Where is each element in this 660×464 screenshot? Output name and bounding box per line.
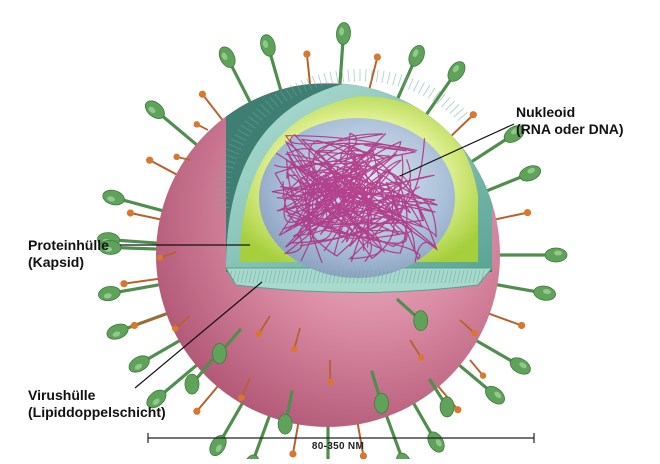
glycoprotein-spike (385, 411, 414, 459)
matrix-spike (447, 111, 476, 140)
cutaway-section (226, 80, 492, 293)
glycoprotein-spike (491, 284, 556, 302)
label-nukleoid-line2: (RNA oder DNA) (516, 121, 624, 138)
label-proteinhuelle-line1: Proteinhülle (28, 237, 109, 254)
label-proteinhuelle-line2: (Kapsid) (28, 254, 109, 271)
glycoprotein-spike (482, 163, 543, 193)
glycoprotein-spike (142, 97, 201, 148)
glycoprotein-spike (216, 44, 253, 107)
scale-bar-label: 80-350 NM (300, 441, 376, 452)
glycoprotein-spike (430, 380, 454, 417)
glycoprotein-spike (258, 33, 282, 95)
label-nukleoid: Nukleoid (RNA oder DNA) (516, 104, 624, 138)
glycoprotein-spike (472, 338, 534, 378)
glycoprotein-spike (396, 43, 428, 103)
matrix-spike (357, 418, 367, 459)
label-virushuelle: Virushülle (Lipiddoppelschicht) (28, 387, 166, 421)
glycoprotein-spike (97, 284, 164, 303)
glycoprotein-spike (455, 362, 508, 408)
label-nukleoid-line1: Nukleoid (516, 104, 624, 121)
matrix-spike (368, 53, 381, 93)
matrix-spike (199, 91, 226, 125)
glycoprotein-spike (206, 399, 245, 459)
label-virushuelle-line1: Virushülle (28, 387, 166, 404)
matrix-spike (484, 312, 525, 329)
matrix-spike (490, 209, 531, 221)
label-virushuelle-line2: (Lipiddoppelschicht) (28, 404, 166, 421)
glycoprotein-spike (101, 188, 168, 212)
label-proteinhuelle: Proteinhülle (Kapsid) (28, 237, 109, 271)
glycoprotein-spike (494, 248, 567, 262)
matrix-spike (194, 121, 208, 130)
glycoprotein-spike (241, 411, 271, 459)
glycoprotein-spike (126, 338, 184, 376)
